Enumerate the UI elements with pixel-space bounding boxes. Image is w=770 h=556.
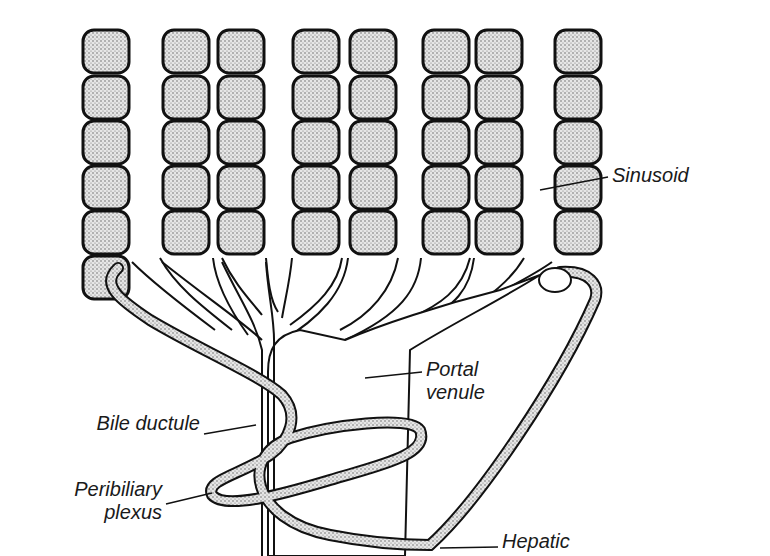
hepatocyte <box>350 121 396 164</box>
bile-ductule <box>162 262 274 556</box>
hepatocyte <box>476 211 522 254</box>
hepatic-label: Hepatic <box>502 530 592 553</box>
hepatocyte <box>293 166 339 209</box>
peribiliary-plexus <box>111 268 596 545</box>
hepatocyte <box>555 211 601 254</box>
hepatocyte <box>555 76 601 119</box>
hepatocyte <box>293 211 339 254</box>
hepatocyte <box>163 211 209 254</box>
hepatocyte <box>423 166 469 209</box>
peribiliary-plexus-label: Peribiliary plexus <box>40 478 162 524</box>
hepatocyte <box>350 30 396 73</box>
hepatocyte <box>555 166 601 209</box>
portal-venule-label: Portal venule <box>426 358 526 404</box>
sinusoid-label: Sinusoid <box>612 164 742 187</box>
hepatocyte <box>555 121 601 164</box>
hepatocyte <box>350 76 396 119</box>
hepatocyte <box>163 30 209 73</box>
hepatocyte <box>83 211 129 254</box>
hepatocyte <box>423 76 469 119</box>
hepatocyte <box>423 211 469 254</box>
portal-venule <box>268 275 540 556</box>
hepatocyte <box>218 166 264 209</box>
hepatocyte <box>218 121 264 164</box>
hepatocyte <box>423 30 469 73</box>
hepatocyte <box>83 121 129 164</box>
hepatocyte <box>350 211 396 254</box>
hepatocyte <box>163 166 209 209</box>
hepatocyte <box>163 121 209 164</box>
hepatocyte <box>163 76 209 119</box>
hepatocyte <box>476 166 522 209</box>
hepatocyte <box>476 30 522 73</box>
hepatocyte <box>83 166 129 209</box>
hepatocyte <box>555 30 601 73</box>
bile-ductule-label: Bile ductule <box>88 412 200 435</box>
hepatocyte <box>218 30 264 73</box>
hepatocyte <box>83 30 129 73</box>
hepatocyte <box>293 121 339 164</box>
hepatocyte <box>476 121 522 164</box>
hepatocyte <box>293 30 339 73</box>
hepatocyte <box>218 211 264 254</box>
hepatocyte <box>83 76 129 119</box>
hepatocyte <box>423 121 469 164</box>
leader-lines <box>166 177 608 548</box>
hepatocyte <box>218 76 264 119</box>
hepatocyte <box>476 76 522 119</box>
hepatocyte <box>350 166 396 209</box>
hepatocyte <box>293 76 339 119</box>
